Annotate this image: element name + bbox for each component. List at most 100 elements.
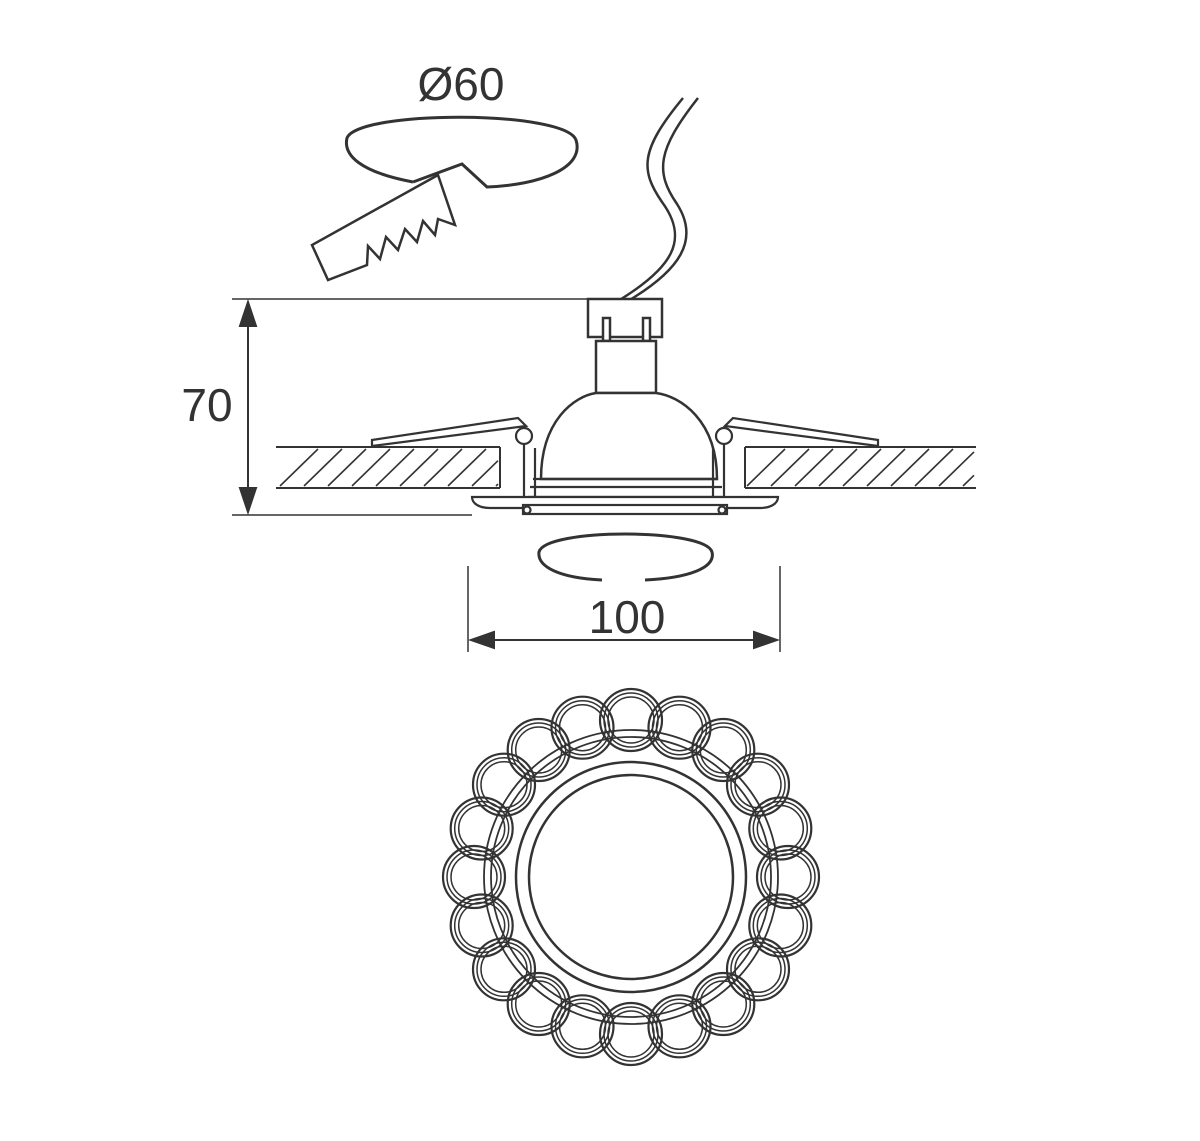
ring-outline (730, 756, 786, 813)
ring-outline (510, 722, 567, 778)
ring-outline (756, 901, 805, 950)
ring-outline (506, 717, 571, 783)
ring-outline (730, 941, 786, 998)
decorative-ring (506, 971, 571, 1037)
ring-outline (471, 937, 537, 1002)
ring-outline (457, 901, 506, 950)
ring-outline (691, 717, 756, 783)
hatch-line (938, 451, 975, 487)
height-dimension (232, 298, 588, 516)
lamp-reflector (539, 391, 719, 481)
decorative-ring (506, 717, 571, 783)
ring-outline (764, 853, 812, 901)
ring-outline (655, 1002, 704, 1051)
lamp-pin (641, 316, 652, 343)
hatch-line (842, 448, 882, 487)
hatch-line (327, 448, 367, 487)
hatch-line (746, 448, 786, 487)
ring-outline (647, 994, 712, 1059)
ring-outline (607, 696, 655, 744)
top-view (441, 687, 821, 1067)
hatch-line (279, 448, 319, 487)
cutout-diameter-symbol (310, 115, 579, 282)
ceiling-section-left (276, 446, 501, 489)
ring-outline (449, 893, 514, 958)
ring-outline (725, 752, 791, 817)
ring-outline (441, 844, 507, 910)
ring-outline (651, 699, 708, 756)
ring-outline (558, 1002, 607, 1051)
ring-outline (554, 998, 611, 1055)
hatch-line (447, 448, 487, 487)
ring-outline (506, 971, 571, 1037)
hatch-line (375, 448, 415, 487)
ring-outline (699, 726, 748, 774)
hatch-line (471, 460, 499, 487)
ring-outline (725, 937, 791, 1002)
hatch-line (914, 448, 954, 487)
ring-outline (480, 760, 528, 809)
ring-outline (457, 804, 506, 853)
ring-outline (647, 695, 712, 760)
height-label: 70 (181, 379, 232, 431)
hatch-line (962, 474, 975, 487)
ring-outline (655, 703, 704, 752)
ring-outline (755, 844, 821, 910)
ring-outline (752, 897, 809, 954)
ring-outline (449, 796, 514, 861)
ring-outline (476, 941, 532, 998)
guide-circle-outer (483, 729, 779, 1025)
ring-outline (471, 752, 537, 817)
ring-outline (510, 976, 567, 1032)
hole-saw-icon (310, 173, 458, 282)
lamp-neck (594, 339, 658, 395)
ring-outline (748, 796, 813, 861)
hatch-line (818, 448, 858, 487)
decorative-ring (550, 695, 615, 760)
hatch-line (890, 448, 930, 487)
ring-outline (558, 703, 607, 752)
width-label: 100 (589, 591, 666, 643)
ring-outline (756, 804, 805, 853)
hatch-line (303, 448, 343, 487)
lamp-face-circle (527, 773, 735, 981)
decorative-ring (691, 717, 756, 783)
ring-outline (514, 726, 563, 774)
decorative-ring (647, 695, 712, 760)
supply-wires (617, 97, 699, 303)
decorative-ring (471, 752, 537, 817)
ceiling-section-right (744, 446, 976, 489)
cutout-diameter-label: Ø60 (418, 58, 505, 110)
ring-outline (748, 893, 813, 958)
hatch-line (866, 448, 906, 487)
hatch-line (794, 448, 834, 487)
hatch-line (351, 448, 391, 487)
decorative-trim (470, 495, 780, 516)
width-dimension (467, 566, 781, 652)
hatch-line (423, 448, 463, 487)
ring-outline (550, 695, 615, 760)
ring-outline (550, 994, 615, 1059)
ring-outline (554, 699, 611, 756)
ring-outline (476, 756, 532, 813)
ring-outline (695, 722, 752, 778)
ring-outline (734, 760, 782, 809)
ring-outline (453, 800, 510, 857)
lamp-pin (601, 316, 612, 343)
hatch-line (770, 448, 810, 487)
hatch-line (399, 448, 439, 487)
mounting-spring-left (370, 416, 534, 504)
ring-outline (699, 980, 748, 1028)
hatch-line (495, 483, 499, 487)
ring-outline (598, 687, 664, 753)
guide-circle-inner (490, 736, 772, 1018)
ring-outline (695, 976, 752, 1032)
decorative-ring (725, 937, 791, 1002)
ring-outline (691, 971, 756, 1037)
mounting-spring-right (714, 416, 880, 504)
lamp-assembly (539, 297, 719, 481)
ring-outline (480, 945, 528, 994)
ring-outline (734, 945, 782, 994)
rotation-symbol (537, 532, 714, 582)
